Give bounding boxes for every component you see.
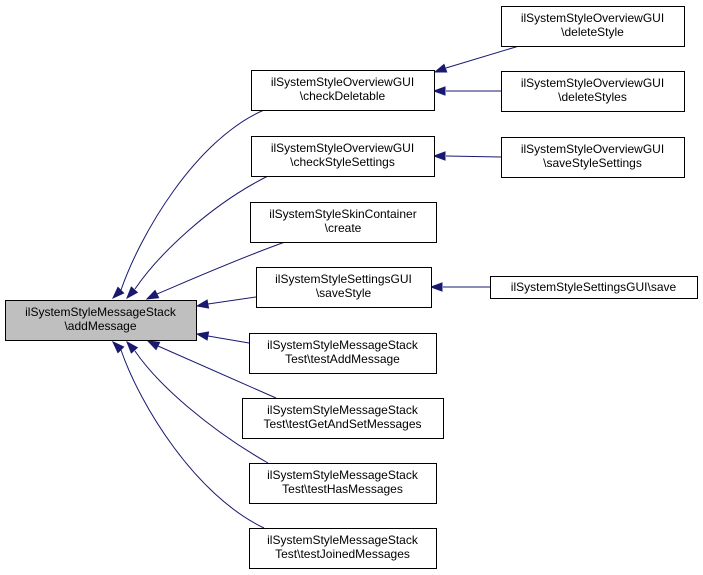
node-label-line: \saveStyle xyxy=(316,286,372,300)
edges-layer xyxy=(111,45,520,529)
node-label-line: ilSystemStyleOverviewGUI xyxy=(271,75,414,89)
node-label-line: Test\testGetAndSetMessages xyxy=(263,417,421,431)
node-testHasMessages[interactable]: ilSystemStyleMessageStackTest\testHasMes… xyxy=(249,463,437,504)
nodes-layer: ilSystemStyleMessageStack\addMessageilSy… xyxy=(5,6,698,569)
node-deleteStyles[interactable]: ilSystemStyleOverviewGUI\deleteStyles xyxy=(501,71,685,112)
arrowhead-icon xyxy=(126,286,139,300)
node-label-line: \create xyxy=(325,221,362,235)
arrowhead-icon xyxy=(429,282,443,292)
node-create[interactable]: ilSystemStyleSkinContainer\create xyxy=(250,202,437,243)
arrowhead-icon xyxy=(432,151,446,161)
edge-saveStyle-to-root xyxy=(195,296,257,309)
node-label-line: ilSystemStyleMessageStack xyxy=(267,468,419,482)
edge-line xyxy=(207,335,250,344)
node-label-line: ilSystemStyleSkinContainer xyxy=(269,207,416,221)
node-save[interactable]: ilSystemStyleSettingsGUI\save xyxy=(490,276,698,299)
arrowhead-icon xyxy=(126,340,139,354)
arrowhead-icon xyxy=(146,340,161,351)
arrowhead-icon xyxy=(195,299,210,309)
edge-line xyxy=(120,349,265,529)
node-testGetAndSetMessages[interactable]: ilSystemStyleMessageStackTest\testGetAnd… xyxy=(242,398,444,439)
node-label-line: ilSystemStyleMessageStack xyxy=(267,338,419,352)
node-saveStyleSettings[interactable]: ilSystemStyleOverviewGUI\saveStyleSettin… xyxy=(501,137,685,178)
node-testAddMessage[interactable]: ilSystemStyleMessageStackTest\testAddMes… xyxy=(249,333,437,374)
node-label-line: ilSystemStyleOverviewGUI xyxy=(521,11,664,25)
edge-testJoinedMessages-to-root xyxy=(111,340,265,529)
node-box[interactable] xyxy=(490,276,698,299)
node-label-line: ilSystemStyleMessageStack xyxy=(267,403,419,417)
edge-testAddMessage-to-root xyxy=(195,331,250,344)
node-box[interactable] xyxy=(251,136,435,177)
node-label-line: ilSystemStyleOverviewGUI xyxy=(521,142,664,156)
node-label-line: \addMessage xyxy=(64,319,136,333)
edge-deleteStyles-to-checkDeletable xyxy=(432,86,501,96)
node-testJoinedMessages[interactable]: ilSystemStyleMessageStackTest\testJoined… xyxy=(249,528,437,569)
node-deleteStyle[interactable]: ilSystemStyleOverviewGUI\deleteStyle xyxy=(501,6,685,47)
node-root[interactable]: ilSystemStyleMessageStack\addMessage xyxy=(5,300,197,341)
edge-line xyxy=(134,175,269,290)
edge-deleteStyle-to-checkDeletable xyxy=(433,45,520,73)
node-label-line: ilSystemStyleMessageStack xyxy=(267,533,419,547)
arrowhead-icon xyxy=(432,86,446,96)
node-label-line: \checkStyleSettings xyxy=(290,155,395,169)
node-label-line: Test\testJoinedMessages xyxy=(275,547,410,561)
node-box[interactable] xyxy=(249,333,437,374)
node-box[interactable] xyxy=(249,528,437,569)
node-box[interactable] xyxy=(501,71,685,112)
node-label-line: Test\testHasMessages xyxy=(282,482,403,496)
edge-testGetAndSetMessages-to-root xyxy=(146,340,277,399)
node-box[interactable] xyxy=(242,398,444,439)
node-label-line: \checkDeletable xyxy=(300,89,386,103)
edge-create-to-root xyxy=(145,241,286,300)
edge-save-to-saveStyle xyxy=(429,282,490,292)
node-box[interactable] xyxy=(501,137,685,178)
edge-checkStyleSettings-to-root xyxy=(126,175,269,300)
node-label-line: \saveStyleSettings xyxy=(543,156,642,170)
arrowhead-icon xyxy=(111,340,125,354)
edge-line xyxy=(157,345,277,399)
node-label-line: ilSystemStyleOverviewGUI xyxy=(521,76,664,90)
node-label-line: \deleteStyle xyxy=(561,25,624,39)
arrowhead-icon xyxy=(111,286,125,300)
arrowhead-icon xyxy=(145,289,160,300)
node-checkStyleSettings[interactable]: ilSystemStyleOverviewGUI\checkStyleSetti… xyxy=(251,136,435,177)
edge-testHasMessages-to-root xyxy=(126,340,269,464)
node-label-line: ilSystemStyleSettingsGUI\save xyxy=(511,280,677,294)
edge-line xyxy=(120,109,265,291)
node-label-line: ilSystemStyleSettingsGUI xyxy=(275,272,412,286)
edge-saveStyleSettings-to-checkStyleSettings xyxy=(432,151,502,161)
arrowhead-icon xyxy=(433,63,448,73)
node-box[interactable] xyxy=(251,70,435,111)
arrowhead-icon xyxy=(195,331,210,341)
edge-line xyxy=(445,155,502,158)
node-saveStyle[interactable]: ilSystemStyleSettingsGUI\saveStyle xyxy=(256,267,432,308)
edge-line xyxy=(156,241,286,295)
node-box[interactable] xyxy=(501,6,685,47)
node-label-line: \deleteStyles xyxy=(558,90,627,104)
edge-line xyxy=(207,296,257,305)
edge-checkDeletable-to-root xyxy=(111,109,265,300)
edge-line xyxy=(445,45,520,69)
node-checkDeletable[interactable]: ilSystemStyleOverviewGUI\checkDeletable xyxy=(251,70,435,111)
node-label-line: ilSystemStyleOverviewGUI xyxy=(271,141,414,155)
node-box[interactable] xyxy=(5,300,197,341)
node-label-line: Test\testAddMessage xyxy=(285,352,400,366)
node-box[interactable] xyxy=(249,463,437,504)
node-box[interactable] xyxy=(256,267,432,308)
node-box[interactable] xyxy=(250,202,437,243)
edge-line xyxy=(134,350,269,464)
node-label-line: ilSystemStyleMessageStack xyxy=(25,305,177,319)
